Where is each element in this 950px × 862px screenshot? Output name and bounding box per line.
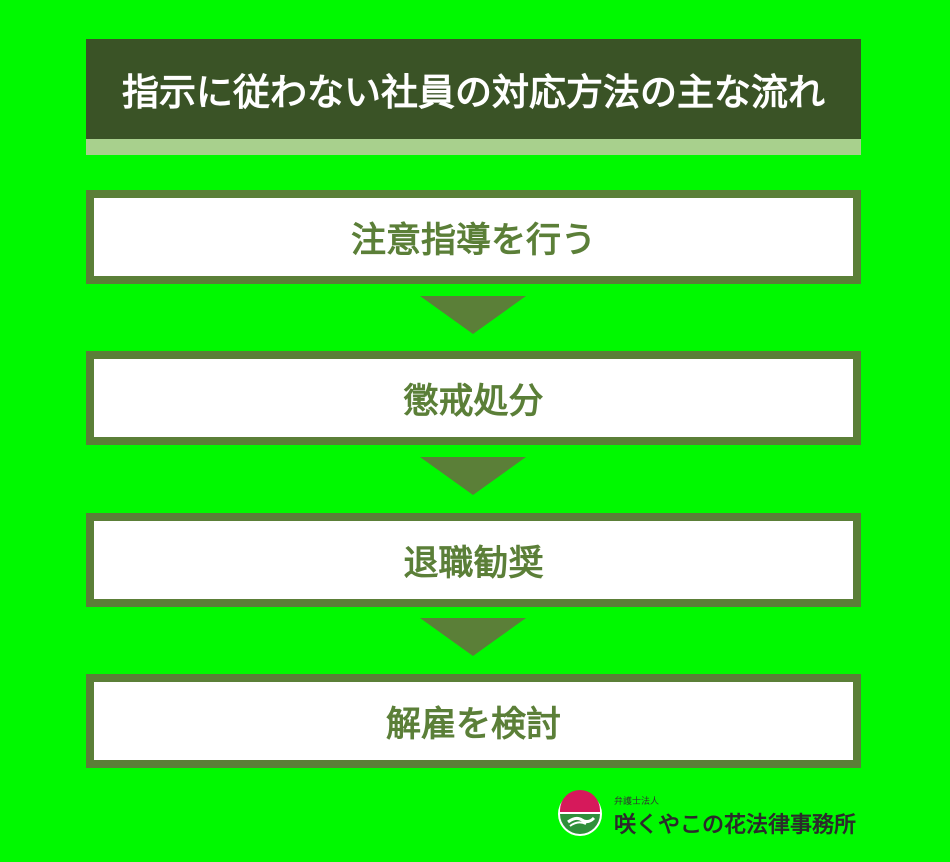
down-arrow-icon: [420, 618, 526, 656]
flow-step-4: 解雇を検討: [86, 674, 861, 768]
diagram-title: 指示に従わない社員の対応方法の主な流れ: [122, 71, 825, 114]
flow-step-label: 退職勧奨: [403, 543, 544, 584]
logo-name: 咲くやこの花法律事務所: [614, 812, 857, 838]
flow-step-label: 注意指導を行う: [350, 220, 596, 261]
title-underline: [86, 139, 861, 155]
flow-step-1: 注意指導を行う: [86, 190, 861, 284]
diagram-title-bar: 指示に従わない社員の対応方法の主な流れ: [86, 39, 861, 139]
handshake-emblem-icon: [558, 790, 602, 836]
firm-logo: 弁護士法人 咲くやこの花法律事務所: [556, 790, 856, 840]
logo-subtitle: 弁護士法人: [614, 797, 660, 807]
down-arrow-icon: [420, 296, 526, 334]
down-arrow-icon: [420, 457, 526, 495]
flow-step-2: 懲戒処分: [86, 351, 861, 445]
flow-step-label: 懲戒処分: [403, 381, 544, 422]
flow-step-3: 退職勧奨: [86, 513, 861, 607]
flow-step-label: 解雇を検討: [385, 704, 561, 745]
